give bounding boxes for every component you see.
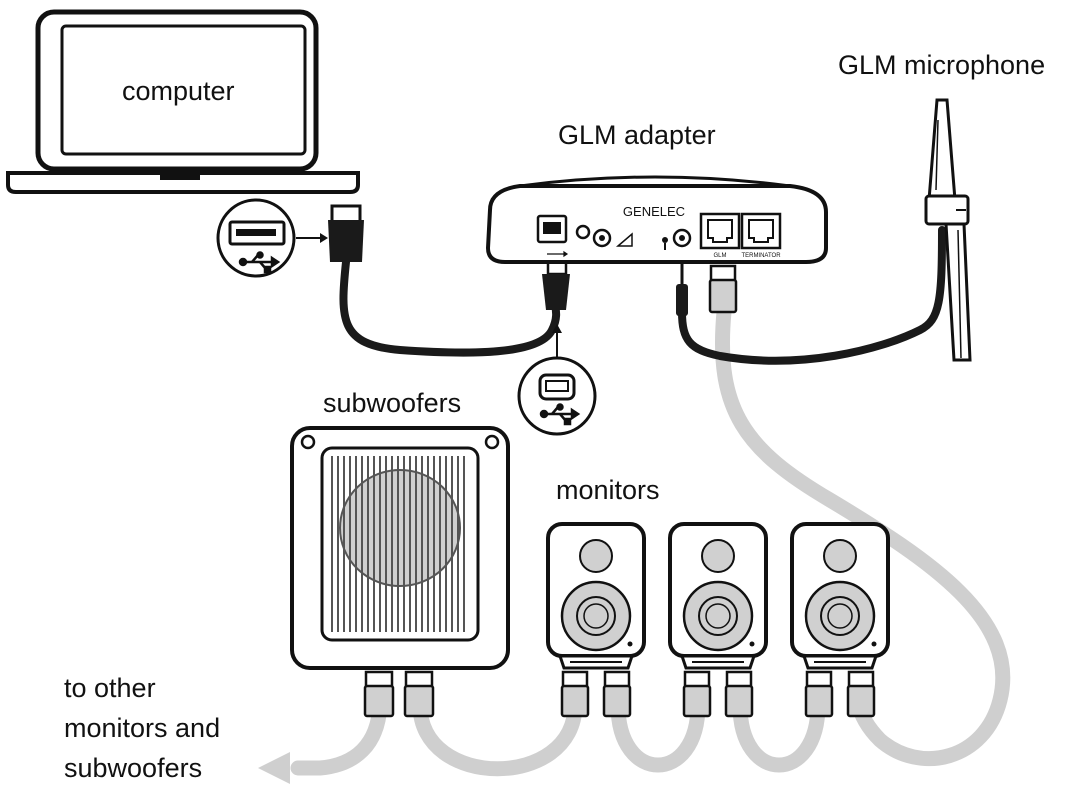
rj45-plug: [724, 670, 754, 718]
rj45-plug: [846, 670, 876, 718]
cable-monitor2-to-monitor3: [732, 697, 826, 773]
usb-b-port-icon: [517, 356, 597, 436]
label-to-other-line1: to other: [64, 673, 156, 703]
subwoofer-grille: [331, 456, 465, 632]
rj45-plug: [602, 670, 632, 718]
usb-b-plug: [542, 260, 570, 310]
laptop-icon: [6, 9, 360, 194]
glm-microphone: [924, 98, 972, 362]
microphone-cable: [678, 226, 946, 365]
monitors-group: [546, 522, 890, 718]
usb-a-plug: [328, 204, 364, 262]
cable-sub-to-monitor1: [412, 697, 583, 777]
cable-adapter-to-monitor: [714, 304, 1011, 767]
label-to-other-line3: subwoofers: [64, 753, 203, 783]
label-to-other-line2: monitors and: [64, 713, 221, 743]
cable-to-other-devices: [290, 697, 388, 776]
glm-adapter-device: GENELEC GLM TERMINATOR: [485, 175, 828, 264]
label-subwoofers: subwoofers: [323, 388, 462, 418]
usb-cable: [339, 258, 561, 357]
rj45-plug: [682, 670, 712, 718]
rj45-plug-adapter: [708, 264, 738, 314]
label-computer: computer: [122, 76, 235, 106]
monitor-speaker: [790, 522, 890, 718]
cable-monitor1-to-monitor2: [610, 697, 706, 773]
label-monitors: monitors: [556, 475, 660, 505]
monitor-speaker: [668, 522, 768, 718]
adapter-brand-text: GENELEC: [623, 204, 685, 219]
usb-a-port-icon: [216, 198, 296, 278]
subwoofer: [290, 426, 510, 718]
network-cables: [290, 304, 1011, 777]
rj45-plug: [804, 670, 834, 718]
label-glm-adapter: GLM adapter: [558, 120, 716, 150]
rj45-plug: [560, 670, 590, 718]
adapter-port-glm-text: GLM: [713, 253, 726, 259]
mic-jack-plug: [676, 262, 688, 316]
arrow-left-icon: [258, 752, 290, 784]
label-glm-microphone: GLM microphone: [838, 50, 1046, 80]
monitor-speaker: [546, 522, 646, 718]
adapter-port-terminator-text: TERMINATOR: [741, 253, 781, 259]
